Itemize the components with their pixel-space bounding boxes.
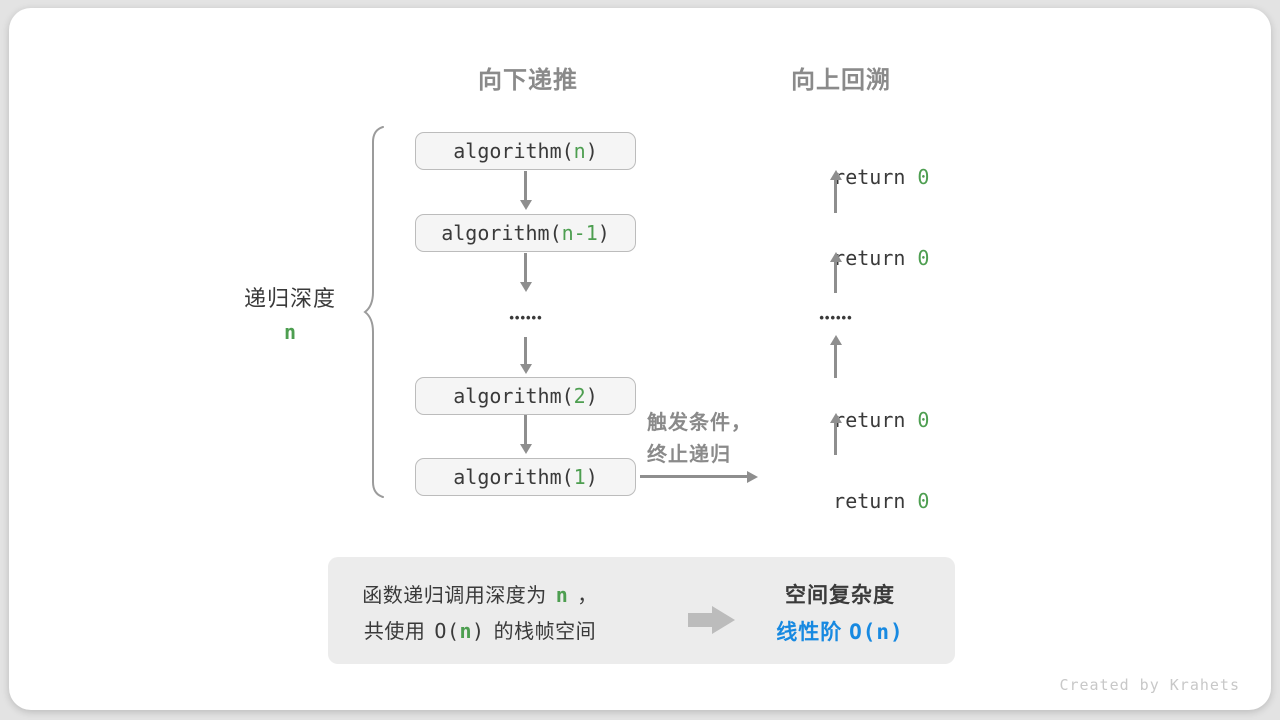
ellipsis-backtrack: •••••• (819, 310, 853, 325)
call-prefix: algorithm( (453, 384, 574, 408)
call-prefix: algorithm( (453, 465, 574, 489)
return-statement: return 0 (785, 219, 945, 270)
summary-result-title: 空间复杂度 (785, 584, 895, 607)
arrow-up-icon (834, 345, 837, 378)
call-param: n (573, 139, 586, 163)
call-box-2: algorithm(2) (415, 377, 636, 415)
return-statement: return 0 (785, 462, 945, 513)
summary-line2-tail: 的栈帧空间 (493, 621, 597, 643)
arrow-down-icon (524, 253, 527, 282)
call-param: n-1 (561, 221, 598, 245)
call-suffix: ) (597, 221, 610, 245)
trigger-note-line2: 终止递归 (647, 444, 731, 466)
depth-label: 递归深度 (243, 286, 336, 311)
big-o-close: ) (472, 619, 485, 643)
summary-line1-var: n (555, 583, 569, 607)
big-o-open: O( (434, 619, 460, 643)
call-param: 1 (573, 465, 586, 489)
summary-line1: 函数递归调用深度为 n ， (330, 579, 630, 608)
column-title-descend: 向下递推 (478, 67, 578, 94)
call-prefix: algorithm( (453, 139, 574, 163)
arrow-right-icon (640, 475, 747, 478)
ellipsis-descend: •••••• (509, 310, 543, 325)
return-value: 0 (917, 408, 930, 432)
return-keyword: return (833, 489, 906, 513)
arrow-up-icon (834, 423, 837, 455)
summary-line2: 共使用 O(n) 的栈帧空间 (330, 615, 630, 644)
summary-line1-text: 函数递归调用深度为 (362, 585, 547, 607)
depth-variable: n (283, 320, 297, 344)
arrow-up-icon (834, 262, 837, 293)
return-value: 0 (917, 489, 930, 513)
column-title-backtrack: 向上回溯 (791, 67, 891, 94)
arrow-down-icon (524, 337, 527, 364)
call-box-1: algorithm(1) (415, 458, 636, 496)
complexity-class-label: 线性阶 (776, 621, 843, 644)
return-keyword: return (833, 408, 906, 432)
depth-brace-icon (363, 126, 384, 498)
return-statement: return 0 (785, 381, 945, 432)
call-param: 2 (573, 384, 586, 408)
return-keyword: return (833, 246, 906, 270)
complexity-big-o: O(n) (849, 620, 904, 644)
return-keyword: return (833, 165, 906, 189)
call-suffix: ) (585, 139, 598, 163)
arrow-up-icon (834, 180, 837, 213)
call-box-n: algorithm(n) (415, 132, 636, 170)
call-prefix: algorithm( (441, 221, 562, 245)
credit-text: Created by Krahets (1059, 676, 1240, 694)
call-suffix: ) (585, 465, 598, 489)
arrow-down-icon (524, 171, 527, 200)
summary-panel (328, 557, 955, 664)
summary-result-value: 线性阶 O(n) (735, 616, 945, 646)
return-value: 0 (917, 246, 930, 270)
return-statement: return 0 (785, 138, 945, 189)
summary-line2-text: 共使用 (363, 621, 426, 643)
summary-line2-var: n (459, 619, 473, 643)
call-box-n-1: algorithm(n-1) (415, 214, 636, 252)
call-suffix: ) (585, 384, 598, 408)
summary-line1-comma: ， (577, 585, 598, 607)
trigger-note-line1: 触发条件， (647, 412, 752, 434)
implies-arrow-icon (688, 613, 712, 627)
arrow-down-icon (524, 415, 527, 444)
return-value: 0 (917, 165, 930, 189)
